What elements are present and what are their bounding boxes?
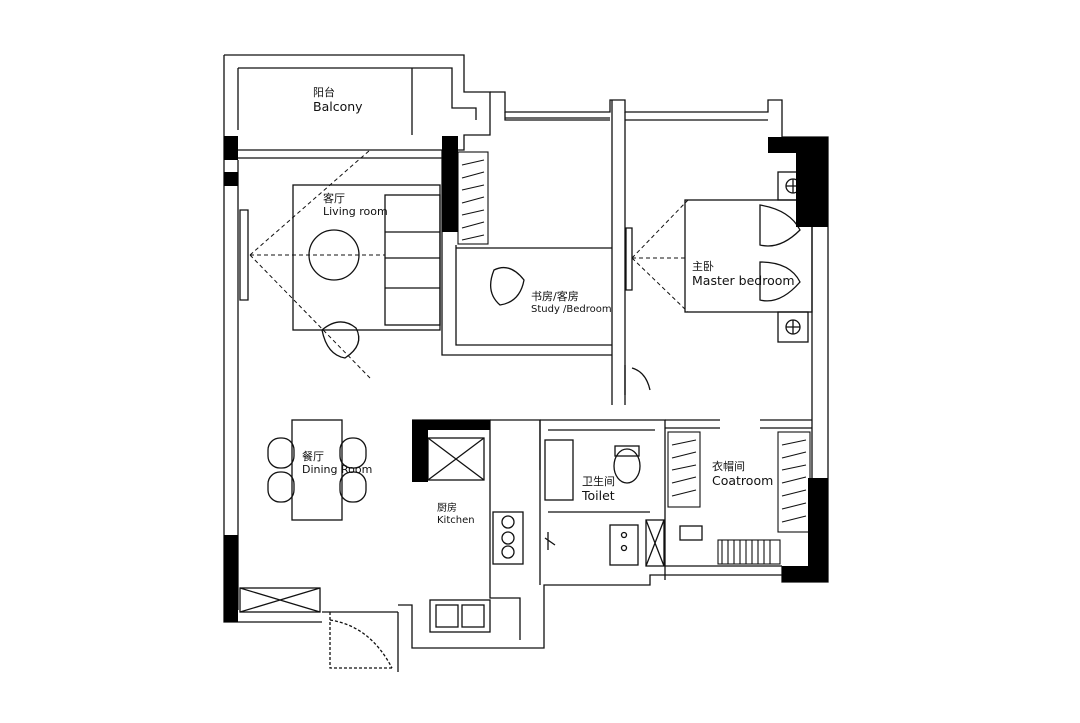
washbasin	[609, 524, 639, 566]
tv-sightline	[249, 149, 385, 379]
study-chair	[489, 266, 525, 306]
wall-top-rooms	[490, 91, 783, 137]
coatroom-wardrobe-right	[777, 431, 811, 533]
bathtub	[544, 439, 574, 501]
window-study	[504, 112, 610, 121]
window-master-left	[625, 227, 633, 291]
study-wardrobe-hatch	[457, 151, 489, 245]
shower	[544, 532, 556, 550]
room-label-toilet: 卫生间 Toilet	[582, 475, 615, 503]
wall-bottom	[322, 574, 782, 672]
wall-left	[223, 150, 322, 623]
coatroom-glass-door	[645, 519, 665, 567]
entrance-door	[329, 612, 393, 669]
column	[412, 420, 428, 482]
wall-balcony-inner	[237, 67, 477, 135]
room-label-kitchen: 厨房 Kitchen	[437, 503, 475, 526]
toilet-bowl	[613, 448, 641, 484]
room-label-balcony: 阳台 Balcony	[313, 86, 363, 114]
window-left	[239, 209, 249, 301]
column	[224, 136, 238, 160]
bedroom-door	[624, 365, 651, 395]
dining-chair-2	[267, 471, 295, 503]
room-label-study: 书房/客房 Study /Bedroom	[531, 290, 612, 315]
dining-chair-1	[267, 437, 295, 469]
column	[224, 535, 238, 622]
room-label-coatroom: 衣帽间 Coatroom	[712, 460, 774, 488]
column	[796, 137, 828, 227]
column	[782, 566, 828, 582]
bed-pillow-top	[759, 204, 801, 247]
wall-study-right	[611, 100, 626, 405]
sofa	[384, 194, 441, 326]
kitchen-sink	[429, 599, 491, 633]
dining-chair-3	[339, 437, 367, 469]
living-chair	[321, 321, 360, 359]
column	[224, 172, 238, 186]
column	[442, 136, 458, 232]
column	[808, 478, 828, 582]
nightstand-lamp-bottom	[777, 311, 809, 343]
dining-table	[291, 419, 343, 521]
wall-coat	[665, 419, 812, 429]
entrance-cabinet	[239, 587, 321, 613]
room-label-dining: 餐厅 Dining Room	[302, 450, 373, 476]
wall-kitchen-top	[490, 419, 541, 470]
coatroom-wardrobe-left	[667, 431, 701, 508]
coatroom-stool	[679, 525, 703, 541]
coatroom-drawers	[717, 539, 781, 565]
room-label-living: 客厅 Living room	[323, 192, 388, 218]
wall-study	[441, 150, 612, 356]
bed	[684, 199, 813, 313]
room-label-master: 主卧 Master bedroom	[692, 260, 795, 288]
window-balcony	[224, 149, 442, 159]
dining-chair-4	[339, 471, 367, 503]
wall-balcony	[223, 54, 491, 151]
stove	[492, 511, 524, 565]
master-sightline	[631, 199, 689, 313]
bed-pillow-bottom	[759, 261, 801, 302]
column	[412, 420, 490, 430]
